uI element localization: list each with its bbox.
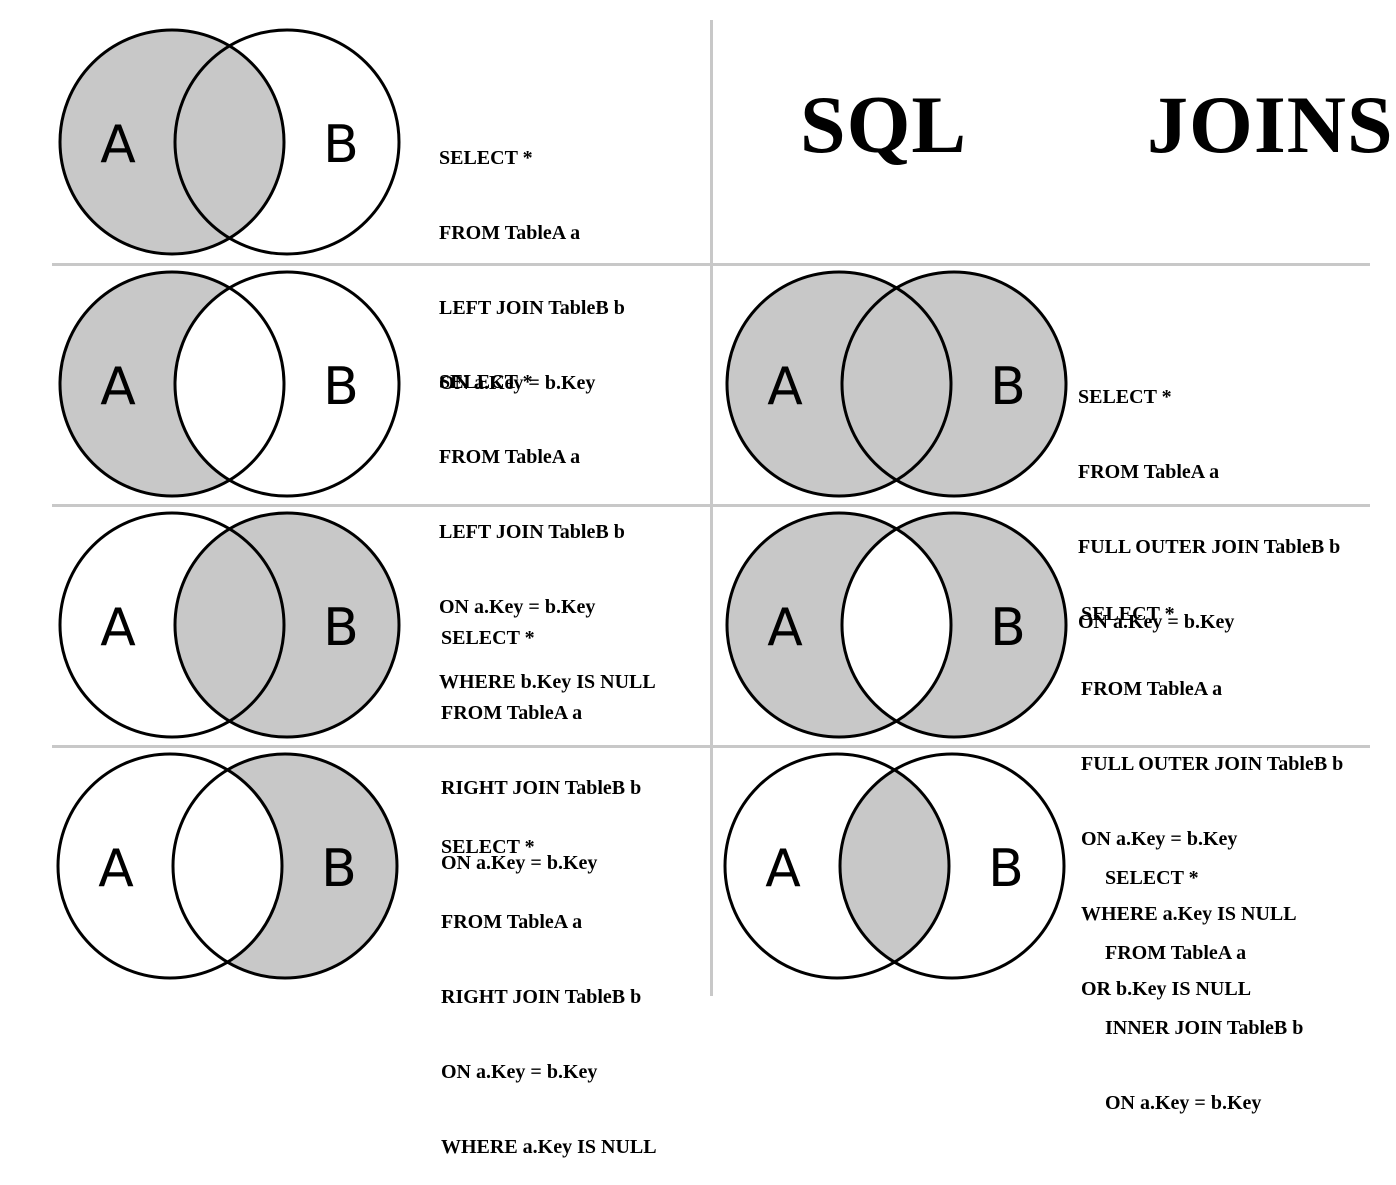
code-line: ON a.Key = b.Key <box>439 596 596 618</box>
code-line: LEFT JOIN TableB b <box>439 521 625 543</box>
code-line: ON a.Key = b.Key <box>441 1061 598 1083</box>
code-line: OR b.Key IS NULL <box>1081 978 1252 1000</box>
circle-a-outline <box>58 511 286 739</box>
code-line: LEFT JOIN TableB b <box>439 297 625 319</box>
code-line: FROM TableA a <box>441 702 583 724</box>
shaded-region <box>896 513 1066 737</box>
code-line: SELECT * <box>1078 386 1172 408</box>
code-line: RIGHT JOIN TableB b <box>441 777 642 799</box>
circle-b-outline <box>171 752 399 980</box>
code-inner-join: SELECT * FROM TableA a INNER JOIN TableB… <box>1105 816 1303 1141</box>
code-line: WHERE b.Key IS NULL <box>439 671 656 693</box>
horizontal-divider-3 <box>52 745 1370 748</box>
label-b: B <box>323 598 359 658</box>
code-line: SELECT * <box>441 627 535 649</box>
code-line: FULL OUTER JOIN TableB b <box>1081 753 1344 775</box>
code-full-outer-join: SELECT * FROM TableA a FULL OUTER JOIN T… <box>1078 335 1340 660</box>
code-right-join: SELECT * FROM TableA a RIGHT JOIN TableB… <box>441 576 641 901</box>
code-line: ON a.Key = b.Key <box>1105 1092 1262 1114</box>
label-a: A <box>765 839 801 899</box>
circle-a-outline <box>725 511 953 739</box>
code-line: ON a.Key = b.Key <box>1081 828 1238 850</box>
label-b: B <box>990 598 1026 658</box>
circle-a-outline <box>56 752 284 980</box>
circle-a-outline <box>723 752 951 980</box>
code-full-outer-excluding-join: SELECT * FROM TableA a FULL OUTER JOIN T… <box>1081 552 1343 1027</box>
shaded-region <box>840 769 949 963</box>
code-line: FROM TableA a <box>439 222 581 244</box>
shaded-region <box>842 272 1066 496</box>
code-line: WHERE a.Key IS NULL <box>441 1136 657 1158</box>
label-a: A <box>100 598 136 658</box>
code-line: INNER JOIN TableB b <box>1105 1017 1304 1039</box>
code-line: RIGHT JOIN TableB b <box>441 986 642 1008</box>
label-b: B <box>321 839 357 899</box>
code-line: SELECT * <box>1081 603 1175 625</box>
circle-b-outline <box>173 270 401 498</box>
code-left-join: SELECT * FROM TableA a LEFT JOIN TableB … <box>439 96 625 421</box>
circle-b-outline <box>840 270 1068 498</box>
code-line: FROM TableA a <box>1078 461 1220 483</box>
shaded-region <box>727 513 897 737</box>
code-left-excluding-join: SELECT * FROM TableA a LEFT JOIN TableB … <box>439 320 656 720</box>
code-line: FROM TableA a <box>439 446 581 468</box>
label-b: B <box>323 357 359 417</box>
shaded-region <box>227 754 397 978</box>
circle-b-outline <box>840 511 1068 739</box>
code-line: SELECT * <box>439 371 533 393</box>
code-line: ON a.Key = b.Key <box>441 852 598 874</box>
shaded-region <box>60 272 230 496</box>
label-a: A <box>100 357 136 417</box>
circle-a-outline <box>725 270 953 498</box>
circle-b-outline <box>838 752 1066 980</box>
label-b: B <box>988 839 1024 899</box>
code-line: ON a.Key = b.Key <box>1078 611 1235 633</box>
label-b: B <box>990 357 1026 417</box>
code-right-excluding-join: SELECT * FROM TableA a RIGHT JOIN TableB… <box>441 785 657 1185</box>
code-line: SELECT * <box>441 836 535 858</box>
circle-b-outline <box>173 28 401 256</box>
shaded-region <box>60 30 284 254</box>
shaded-region <box>175 513 399 737</box>
circle-a-outline <box>58 270 286 498</box>
label-a: A <box>100 115 136 175</box>
code-line: ON a.Key = b.Key <box>439 372 596 394</box>
page-title: SQL JOINS <box>800 79 1394 170</box>
label-b: B <box>323 115 359 175</box>
code-line: SELECT * <box>1105 867 1199 889</box>
code-line: SELECT * <box>439 147 533 169</box>
circle-b-outline <box>173 511 401 739</box>
vertical-divider <box>710 20 713 996</box>
circle-a-outline <box>58 28 286 256</box>
code-line: WHERE a.Key IS NULL <box>1081 903 1297 925</box>
code-line: FROM TableA a <box>441 911 583 933</box>
code-line: FROM TableA a <box>1081 678 1223 700</box>
horizontal-divider-1 <box>52 263 1370 266</box>
label-a: A <box>767 357 803 417</box>
code-line: FROM TableA a <box>1105 942 1247 964</box>
label-a: A <box>98 839 134 899</box>
horizontal-divider-2 <box>52 504 1370 507</box>
code-line: FULL OUTER JOIN TableB b <box>1078 536 1341 558</box>
label-a: A <box>767 598 803 658</box>
